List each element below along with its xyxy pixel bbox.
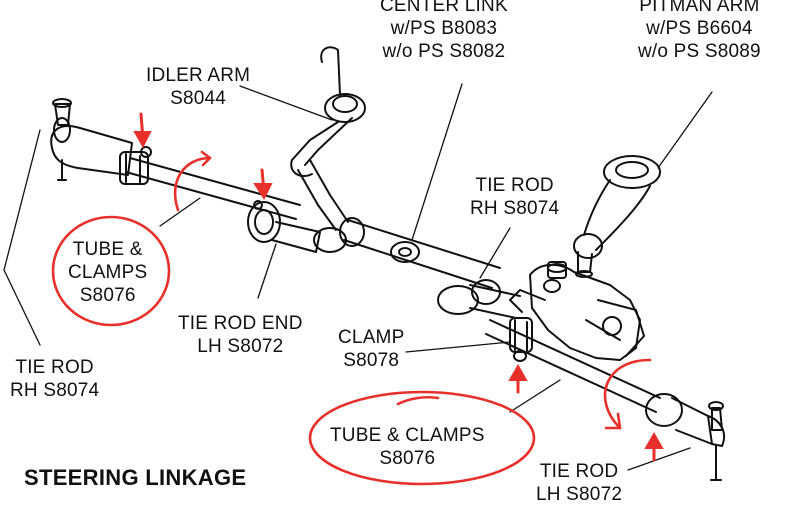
- tie-rod-end-lh-part: LH S8072: [197, 336, 284, 357]
- clamp-part: S8078: [343, 350, 400, 371]
- left-outer-tie-rod-end: [50, 98, 133, 181]
- tube-clamps-right-part: S8076: [379, 448, 436, 469]
- tie-rod-rh-left-name: TIE ROD: [15, 357, 94, 378]
- rotation-arrow-right: [603, 358, 652, 430]
- pointer-arrow-2: [253, 168, 273, 201]
- circle-annotation-right: [308, 390, 536, 486]
- label-tube-clamps-right: TUBE & CLAMPS S8076: [330, 424, 485, 470]
- steering-gear-box: [509, 261, 645, 361]
- center-joint: [437, 279, 521, 319]
- center-link-nops: w/o PS S8082: [382, 41, 506, 62]
- pointer-arrow-4: [644, 431, 664, 462]
- tube-clamps-left-line2: CLAMPS: [68, 262, 148, 283]
- tube-clamps-left-line1: TUBE &: [72, 239, 143, 260]
- tie-rod-end-lh-name: TIE ROD END: [178, 313, 303, 334]
- tie-rod-lh-right-part: LH S8072: [536, 484, 623, 505]
- tube-clamps-right-name: TUBE & CLAMPS: [330, 425, 485, 446]
- leader-lines: [3, 83, 713, 471]
- tie-rod-rh-center-part: RH S8074: [470, 198, 560, 219]
- right-tie-rod-tube: [485, 319, 661, 413]
- label-idler-arm: IDLER ARM S8044: [146, 64, 250, 110]
- left-adjusting-clamp: [119, 146, 152, 185]
- tie-rod-end-lh-left: [247, 200, 321, 253]
- pitman-arm-nops: w/o PS S8089: [638, 41, 761, 62]
- tube-clamps-left-part: S8076: [79, 285, 136, 306]
- pitman-arm-name: PITMAN ARM: [639, 0, 760, 16]
- pointer-arrow-3: [508, 363, 528, 394]
- tie-rod-rh-left-part: RH S8074: [10, 380, 100, 401]
- left-tie-rod-tube: [125, 157, 301, 220]
- label-pitman-arm: PITMAN ARM w/PS B6604 w/o PS S8089: [638, 0, 761, 63]
- pitman-arm-ps: w/PS B6604: [646, 18, 753, 39]
- circle-annotation-left: [51, 215, 171, 327]
- label-tie-rod-rh-center: TIE ROD RH S8074: [470, 174, 559, 220]
- label-tube-clamps-left: TUBE & CLAMPS S8076: [68, 238, 147, 307]
- label-center-link: CENTER LINK w/PS B8083 w/o PS S8082: [380, 0, 508, 63]
- idler-arm-part: S8044: [170, 88, 227, 109]
- label-tie-rod-lh-right: TIE ROD LH S8072: [536, 460, 622, 506]
- label-tie-rod-end-lh: TIE ROD END LH S8072: [178, 312, 303, 358]
- tie-rod-lh-right-name: TIE ROD: [539, 461, 619, 482]
- idler-arm-name: IDLER ARM: [146, 65, 251, 86]
- tie-rod-rh-center-name: TIE ROD: [475, 175, 554, 196]
- right-outer-tie-rod-end: [645, 393, 726, 481]
- idler-arm: [290, 46, 366, 253]
- diagram-title: STEERING LINKAGE: [24, 465, 247, 490]
- center-link-name: CENTER LINK: [380, 0, 508, 16]
- label-clamp: CLAMP S8078: [338, 326, 404, 372]
- right-adjusting-clamp: [509, 317, 533, 362]
- center-link-ps: w/PS B8083: [390, 18, 498, 39]
- center-link: [343, 219, 501, 289]
- tilde-mark: [396, 395, 440, 406]
- pitman-arm: [573, 155, 661, 278]
- label-tie-rod-rh-left: TIE ROD RH S8074: [10, 356, 99, 402]
- clamp-name: CLAMP: [338, 327, 405, 348]
- rotation-arrow-left: [173, 156, 212, 212]
- pointer-arrow-1: [133, 112, 152, 149]
